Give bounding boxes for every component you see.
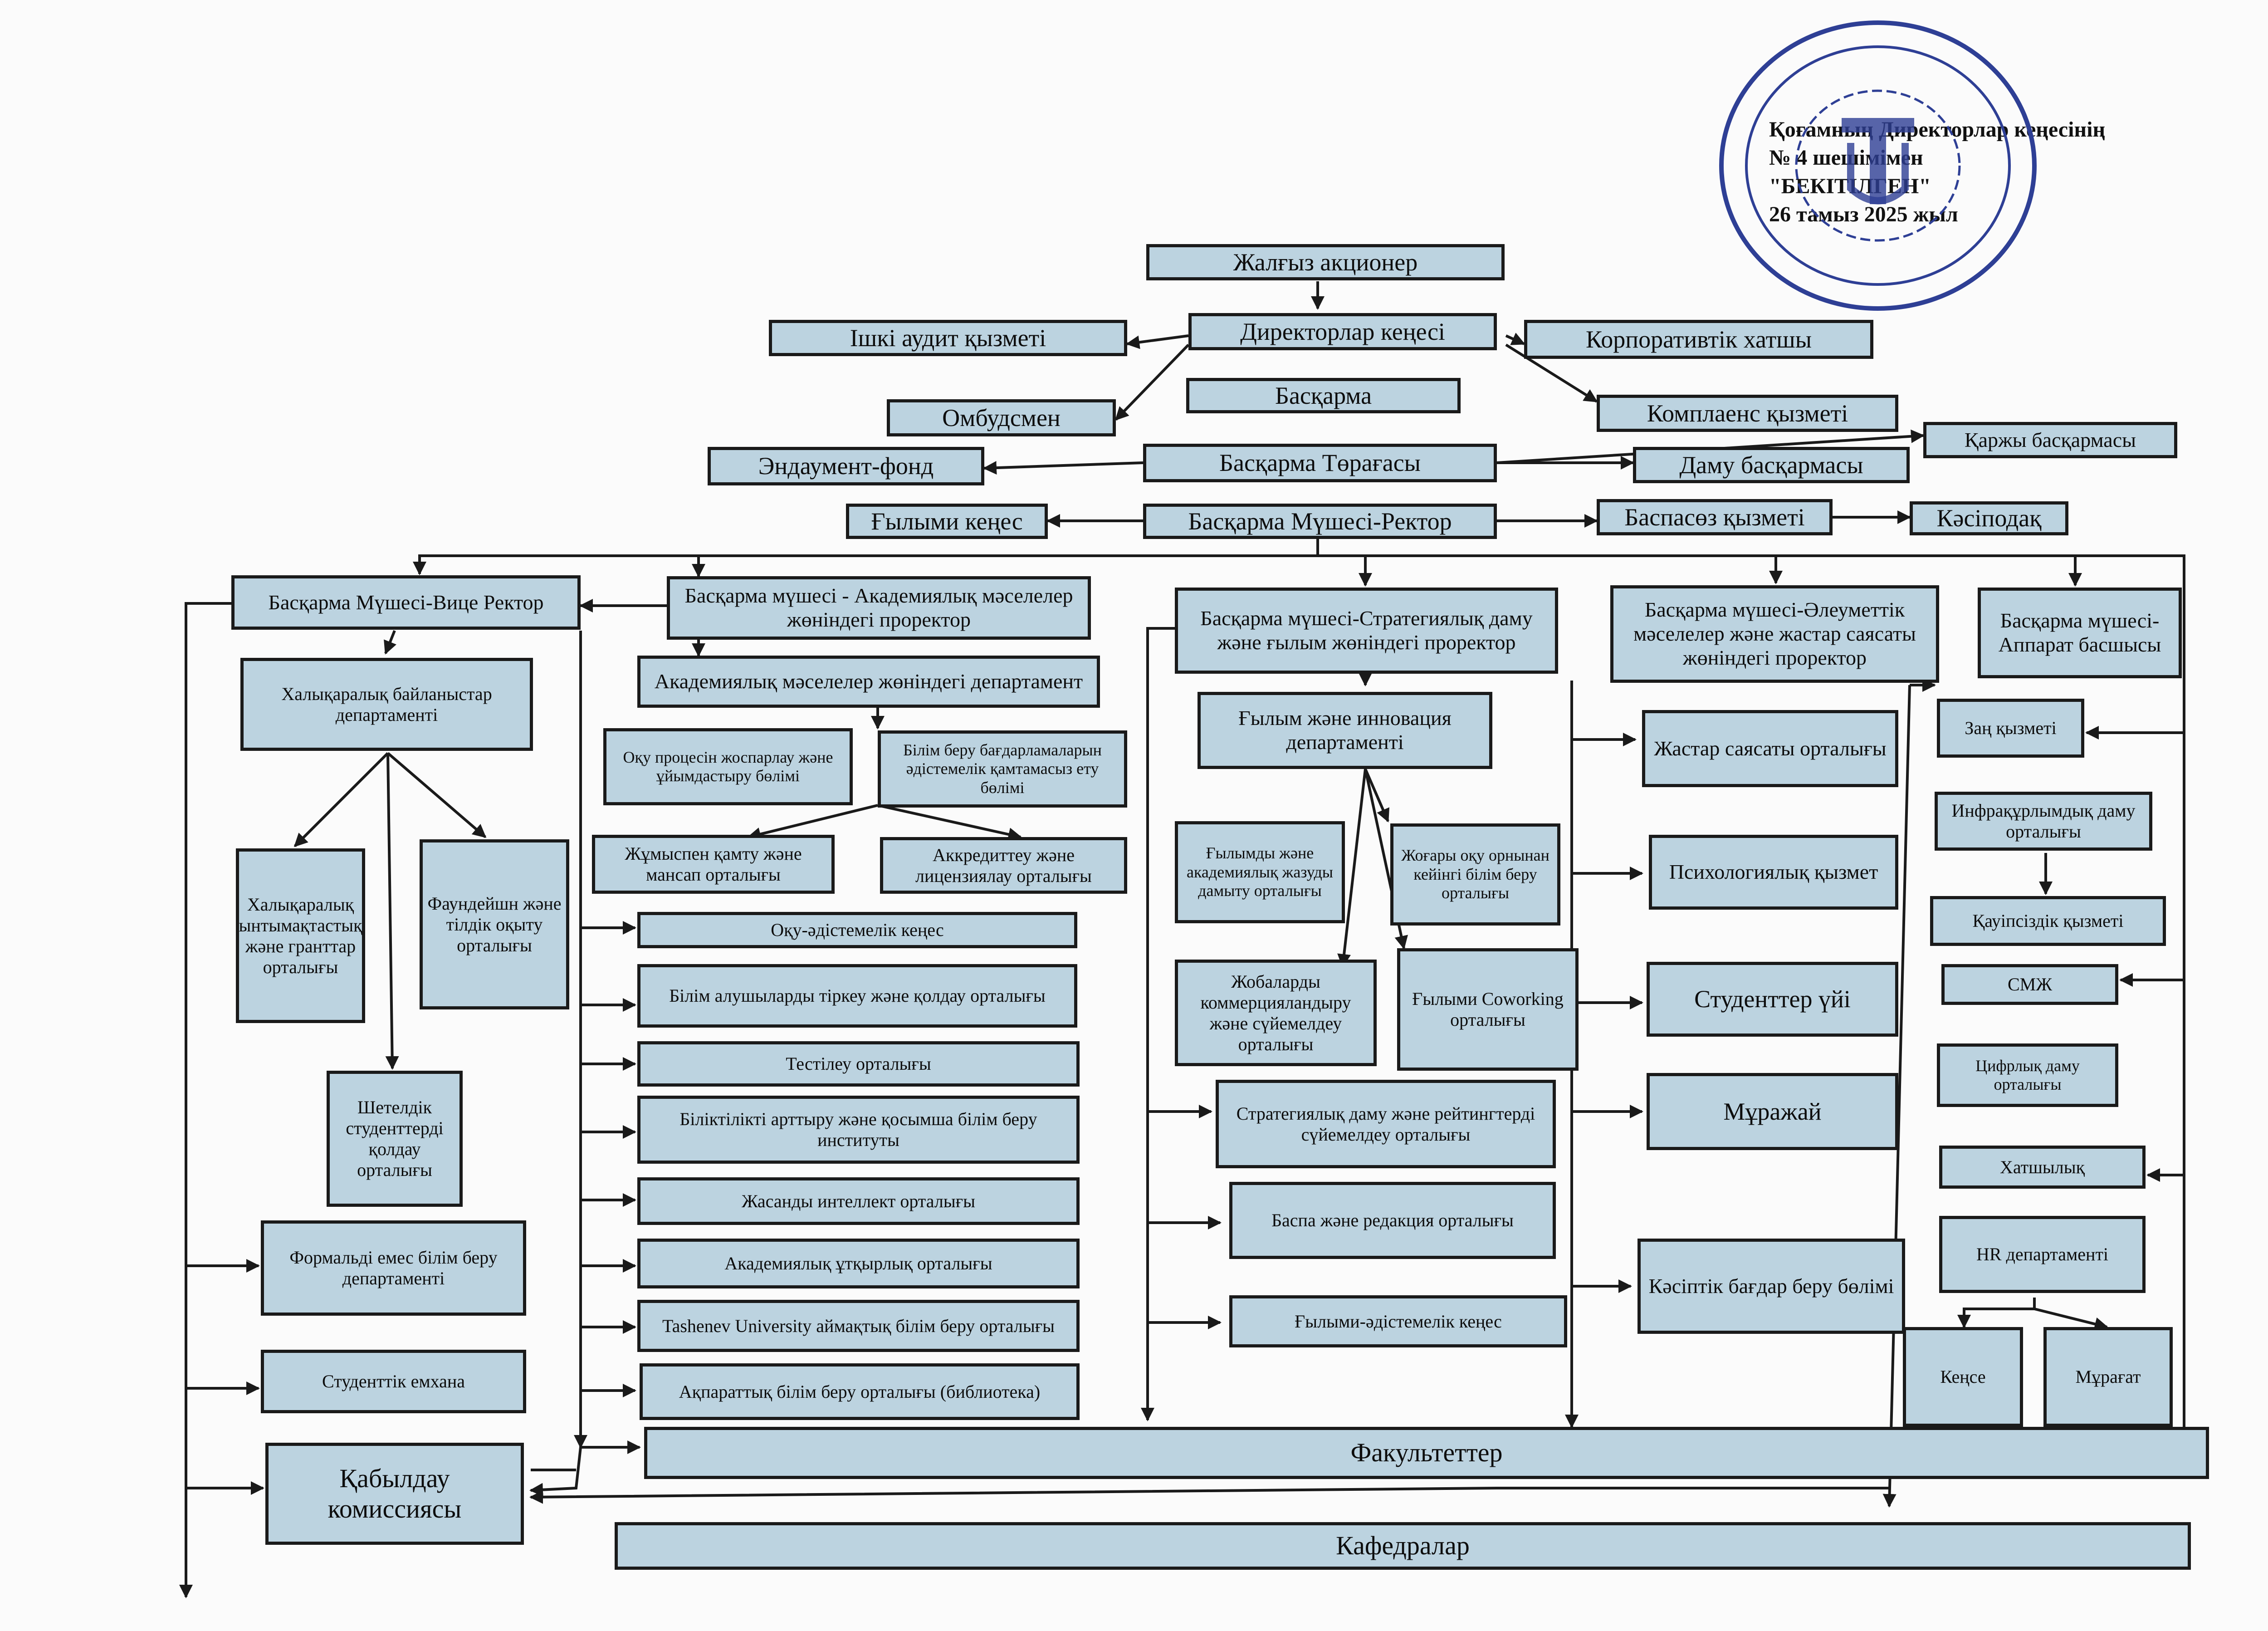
node-trade-union: Кәсіподақ [1910, 501, 2068, 535]
node-student-registration-center: Білім алушыларды тіркеу және қолдау орта… [637, 964, 1077, 1028]
node-board-of-directors: Директорлар кеңесі [1188, 313, 1497, 350]
node-endowment-fund: Эндаумент-фонд [708, 447, 984, 485]
node-sci-methodical-council: Ғылыми-әдістемелік кеңес [1229, 1295, 1567, 1347]
node-intl-cooperation-center: Халықаралық ынтымақтастық және гранттар … [236, 848, 365, 1023]
node-legal-service: Заң қызметі [1937, 699, 2084, 758]
node-career-guidance: Кәсіптік бағдар беру бөлімі [1637, 1239, 1905, 1334]
node-regional-edu-center: Tashenev University аймақтық білім беру … [637, 1300, 1080, 1352]
node-academic-integrity-center: Академиялық ұтқырлық орталығы [637, 1239, 1080, 1288]
node-science-innovation-dept: Ғылым және инновация департаменті [1198, 692, 1492, 769]
node-hr-dept: HR департаменті [1939, 1216, 2146, 1293]
node-office: Кеңсе [1903, 1327, 2023, 1427]
node-press-service: Баспасөз қызметі [1597, 499, 1833, 535]
node-museum: Мұражай [1647, 1073, 1898, 1150]
node-edu-methodical: Білім беру бағдарламаларын әдістемелік қ… [878, 730, 1127, 808]
node-board-chairman: Басқарма Төрағасы [1143, 444, 1497, 482]
node-academic-prorector: Басқарма мүшесі - Академиялық мәселелер … [667, 576, 1091, 640]
university-stamp [1719, 20, 2037, 311]
node-career-center: Жұмыспен қамту және мансап орталығы [592, 835, 835, 894]
node-development-directorate: Даму басқармасы [1633, 447, 1910, 483]
node-faculties: Факультеттер [644, 1427, 2209, 1479]
node-edu-planning: Оқу процесін жоспарлау және ұйымдастыру … [603, 728, 853, 805]
node-foreign-students-center: Шетелдік студенттерді қолдау орталығы [327, 1071, 463, 1207]
node-ombudsman: Омбудсмен [887, 399, 1116, 436]
node-foundation-language-center: Фаундейшн және тілдік оқыту орталығы [420, 839, 569, 1009]
node-internal-audit: Ішкі аудит қызметі [769, 320, 1127, 356]
node-digital-center: Цифрлық даму орталығы [1937, 1043, 2118, 1107]
approval-line-1: Қоғамның Директорлар кеңесінің [1769, 118, 2106, 142]
node-ai-center: Жасанды интеллект орталығы [637, 1177, 1080, 1225]
node-management-board: Басқарма [1186, 378, 1461, 413]
node-testing-center: Тестілеу орталығы [637, 1041, 1080, 1087]
node-postgraduate-center: Жоғары оқу орнынан кейінгі білім беру ор… [1390, 823, 1560, 926]
node-infrastructure-center: Инфрақұрлымдық даму орталығы [1935, 792, 2152, 851]
node-strategic-prorector: Басқарма мүшесі-Стратегиялық даму және ғ… [1175, 588, 1558, 674]
node-dormitory: Студенттер үйі [1647, 962, 1898, 1037]
node-commercialization-center: Жобаларды коммерцияландыру және сүйемелд… [1175, 960, 1377, 1066]
approval-line-4: 26 тамыз 2025 жыл [1769, 202, 1958, 227]
node-coworking-center: Ғылыми Coworking орталығы [1397, 948, 1579, 1071]
node-departments: Кафедралар [615, 1522, 2191, 1570]
node-nonformal-education-dept: Формальді емес білім беру департаменті [261, 1220, 526, 1316]
node-strategic-rating-center: Стратегиялық даму және рейтингтерді сүйе… [1216, 1080, 1556, 1168]
node-social-prorector: Басқарма мүшесі-Әлеуметтік мәселелер жән… [1610, 585, 1939, 683]
node-sole-shareholder: Жалғыз акционер [1146, 244, 1505, 280]
node-compliance: Комплаенс қызметі [1597, 395, 1898, 432]
node-methodical-council: Оқу-әдістемелік кеңес [637, 912, 1077, 948]
approval-line-2: № 4 шешімімен [1769, 146, 1923, 170]
node-psychology-service: Психологиялық қызмет [1649, 835, 1898, 910]
node-youth-policy-center: Жастар саясаты орталығы [1642, 710, 1898, 787]
node-scientific-council: Ғылыми кеңес [846, 504, 1048, 539]
node-qualification-institute: Біліктілікті арттыру және қосымша білім … [637, 1096, 1080, 1164]
node-apparatus-head: Басқарма мүшесі-Аппарат басшысы [1978, 588, 2182, 678]
node-secretariat: Хатшылық [1939, 1146, 2146, 1189]
node-finance-directorate: Қаржы басқармасы [1923, 422, 2177, 458]
node-rector: Басқарма Мүшесі-Ректор [1143, 504, 1497, 539]
node-intl-relations-dept: Халықаралық байланыстар департаменті [240, 658, 533, 751]
node-admission-committee: Қабылдау комиссиясы [265, 1443, 524, 1545]
node-qms: СМЖ [1941, 964, 2118, 1005]
node-vice-rector: Басқарма Мүшесі-Вице Ректор [231, 575, 581, 630]
node-accreditation-center: Аккредиттеу және лицензиялау орталығы [880, 837, 1127, 894]
node-security-service: Қауіпсіздік қызметі [1930, 896, 2166, 946]
node-archive: Мұрағат [2043, 1327, 2173, 1427]
node-academic-writing-center: Ғылымды және академиялық жазуды дамыту о… [1175, 821, 1345, 923]
node-publishing-center: Баспа және редакция орталығы [1229, 1182, 1556, 1259]
node-academic-dept: Академиялық мәселелер жөніндегі департам… [637, 656, 1100, 708]
node-corporate-secretary: Корпоративтік хатшы [1524, 320, 1873, 359]
node-student-clinic: Студенттік емхана [261, 1350, 526, 1413]
node-library: Ақпараттық білім беру орталығы (библиоте… [640, 1363, 1080, 1420]
